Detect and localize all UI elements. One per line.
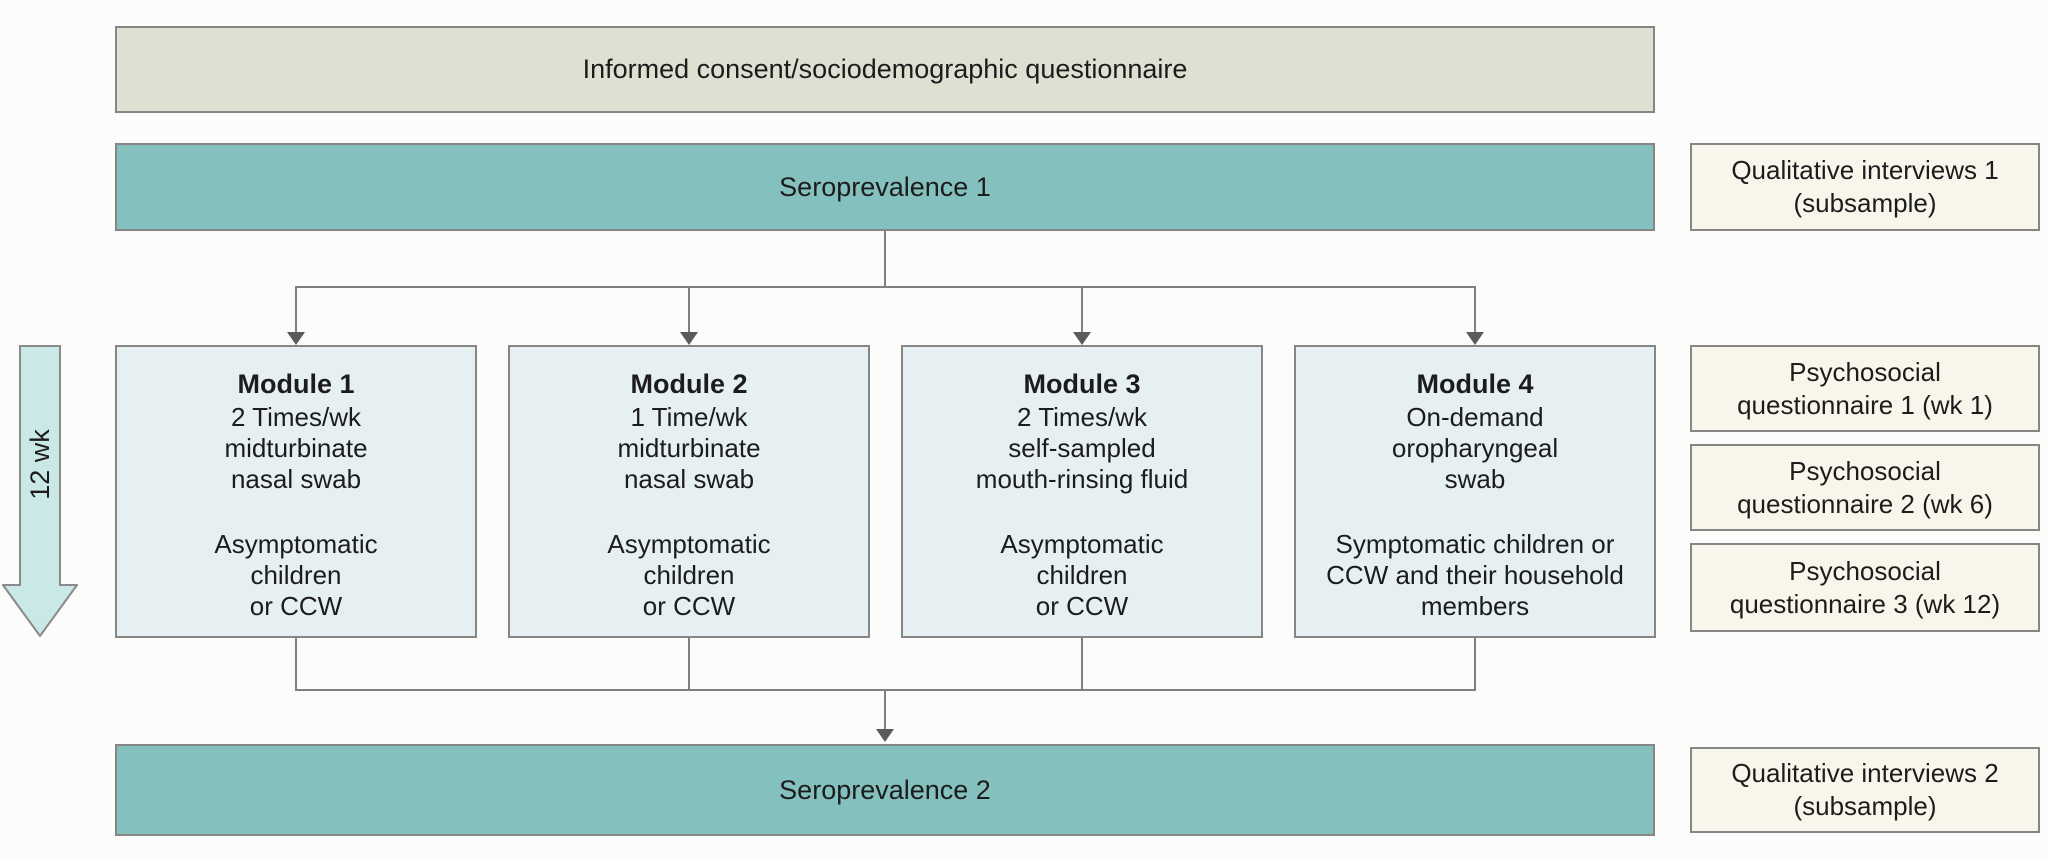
module-1-population: Asymptomatic children or CCW (214, 529, 377, 622)
module-4-procedure: Module 4 On-demand oropharyngeal swab (1392, 369, 1558, 495)
module-2-procedure-line: 1 Time/wk (630, 402, 748, 432)
module-1-population-line: or CCW (249, 591, 343, 621)
arrow-down-icon (876, 729, 894, 742)
module-2-population-line: children (643, 560, 735, 590)
module-4-procedure-line: oropharyngeal (1391, 433, 1559, 463)
psychosocial-questionnaire-3-box: Psychosocial questionnaire 3 (wk 12) (1690, 543, 2040, 632)
arrow-down-icon (1073, 332, 1091, 345)
connector-rise-module-4 (1474, 638, 1476, 691)
psychosocial-1-line1: Psychosocial (1789, 356, 1941, 387)
module-4-population-line: members (1420, 591, 1530, 621)
module-4-procedure-line: On-demand (1406, 402, 1544, 432)
connector-stem-top (884, 231, 886, 287)
module-1-population-line: Asymptomatic (214, 529, 378, 559)
module-1-box: Module 1 2 Times/wk midturbinate nasal s… (115, 345, 477, 638)
psychosocial-3-line2: questionnaire 3 (wk 12) (1729, 588, 2001, 619)
module-3-procedure: Module 3 2 Times/wk self-sampled mouth-r… (976, 369, 1188, 495)
arrow-down-icon (680, 332, 698, 345)
connector-stem-bottom (884, 690, 886, 729)
psychosocial-3-line1: Psychosocial (1789, 555, 1941, 586)
module-3-population-line: Asymptomatic (1000, 529, 1164, 559)
seroprevalence-2-label: Seroprevalence 2 (779, 774, 991, 805)
qualitative-interviews-1-line1: Qualitative interviews 1 (1731, 155, 1999, 185)
module-4-box: Module 4 On-demand oropharyngeal swab Sy… (1294, 345, 1656, 638)
connector-drop-module-3 (1081, 286, 1083, 332)
module-3-procedure-line: self-sampled (1008, 433, 1156, 463)
module-3-population-line: children (1036, 560, 1128, 590)
qualitative-interviews-2-line1: Qualitative interviews 2 (1731, 758, 1999, 788)
module-2-population-line: Asymptomatic (607, 529, 771, 559)
connector-drop-module-2 (688, 286, 690, 332)
module-4-population: Symptomatic children or CCW and their ho… (1326, 529, 1624, 622)
module-2-title: Module 2 (630, 369, 748, 399)
connector-rise-module-1 (295, 638, 297, 691)
module-4-population-line: Symptomatic children or (1335, 529, 1615, 559)
module-3-procedure-line: 2 Times/wk (1016, 402, 1148, 432)
seroprevalence-2-bar: Seroprevalence 2 (115, 744, 1655, 836)
arrow-down-icon (1466, 332, 1484, 345)
seroprevalence-1-label: Seroprevalence 1 (779, 171, 991, 202)
psychosocial-questionnaire-2-box: Psychosocial questionnaire 2 (wk 6) (1690, 444, 2040, 531)
seroprevalence-1-bar: Seroprevalence 1 (115, 143, 1655, 231)
arrow-down-icon (287, 332, 305, 345)
module-3-procedure-line: mouth-rinsing fluid (975, 464, 1189, 494)
module-1-procedure: Module 1 2 Times/wk midturbinate nasal s… (224, 369, 367, 495)
connector-drop-module-1 (295, 286, 297, 332)
qualitative-interviews-2-line2: (subsample) (1793, 791, 1937, 821)
module-3-population: Asymptomatic children or CCW (1000, 529, 1163, 622)
module-1-population-line: children (250, 560, 342, 590)
module-1-procedure-line: nasal swab (230, 464, 362, 494)
module-2-box: Module 2 1 Time/wk midturbinate nasal sw… (508, 345, 870, 638)
qualitative-interviews-1-line2: (subsample) (1793, 188, 1937, 218)
module-1-procedure-line: midturbinate (224, 433, 368, 463)
connector-drop-module-4 (1474, 286, 1476, 332)
informed-consent-box: Informed consent/sociodemographic questi… (115, 26, 1655, 113)
module-1-procedure-line: 2 Times/wk (230, 402, 361, 432)
module-4-population-line: CCW and their household (1326, 560, 1624, 590)
psychosocial-2-line1: Psychosocial (1789, 455, 1941, 486)
timeline-arrow-icon (2, 345, 78, 637)
module-1-title: Module 1 (237, 369, 355, 399)
module-4-title: Module 4 (1416, 369, 1534, 399)
qualitative-interviews-1-box: Qualitative interviews 1 (subsample) (1690, 143, 2040, 231)
psychosocial-questionnaire-1-box: Psychosocial questionnaire 1 (wk 1) (1690, 345, 2040, 432)
connector-rise-module-2 (688, 638, 690, 691)
module-2-procedure-line: nasal swab (623, 464, 755, 494)
module-2-procedure: Module 2 1 Time/wk midturbinate nasal sw… (617, 369, 760, 495)
module-3-box: Module 3 2 Times/wk self-sampled mouth-r… (901, 345, 1263, 638)
module-4-procedure-line: swab (1444, 464, 1506, 494)
connector-branch-top (295, 286, 1476, 288)
qualitative-interviews-2-box: Qualitative interviews 2 (subsample) (1690, 747, 2040, 833)
module-3-title: Module 3 (1023, 369, 1141, 399)
module-2-procedure-line: midturbinate (617, 433, 761, 463)
informed-consent-label: Informed consent/sociodemographic questi… (582, 54, 1188, 84)
psychosocial-2-line2: questionnaire 2 (wk 6) (1737, 488, 1993, 519)
module-2-population: Asymptomatic children or CCW (607, 529, 770, 622)
module-3-population-line: or CCW (1035, 591, 1129, 621)
psychosocial-1-line2: questionnaire 1 (wk 1) (1737, 389, 1993, 420)
connector-rise-module-3 (1081, 638, 1083, 691)
module-2-population-line: or CCW (642, 591, 736, 621)
